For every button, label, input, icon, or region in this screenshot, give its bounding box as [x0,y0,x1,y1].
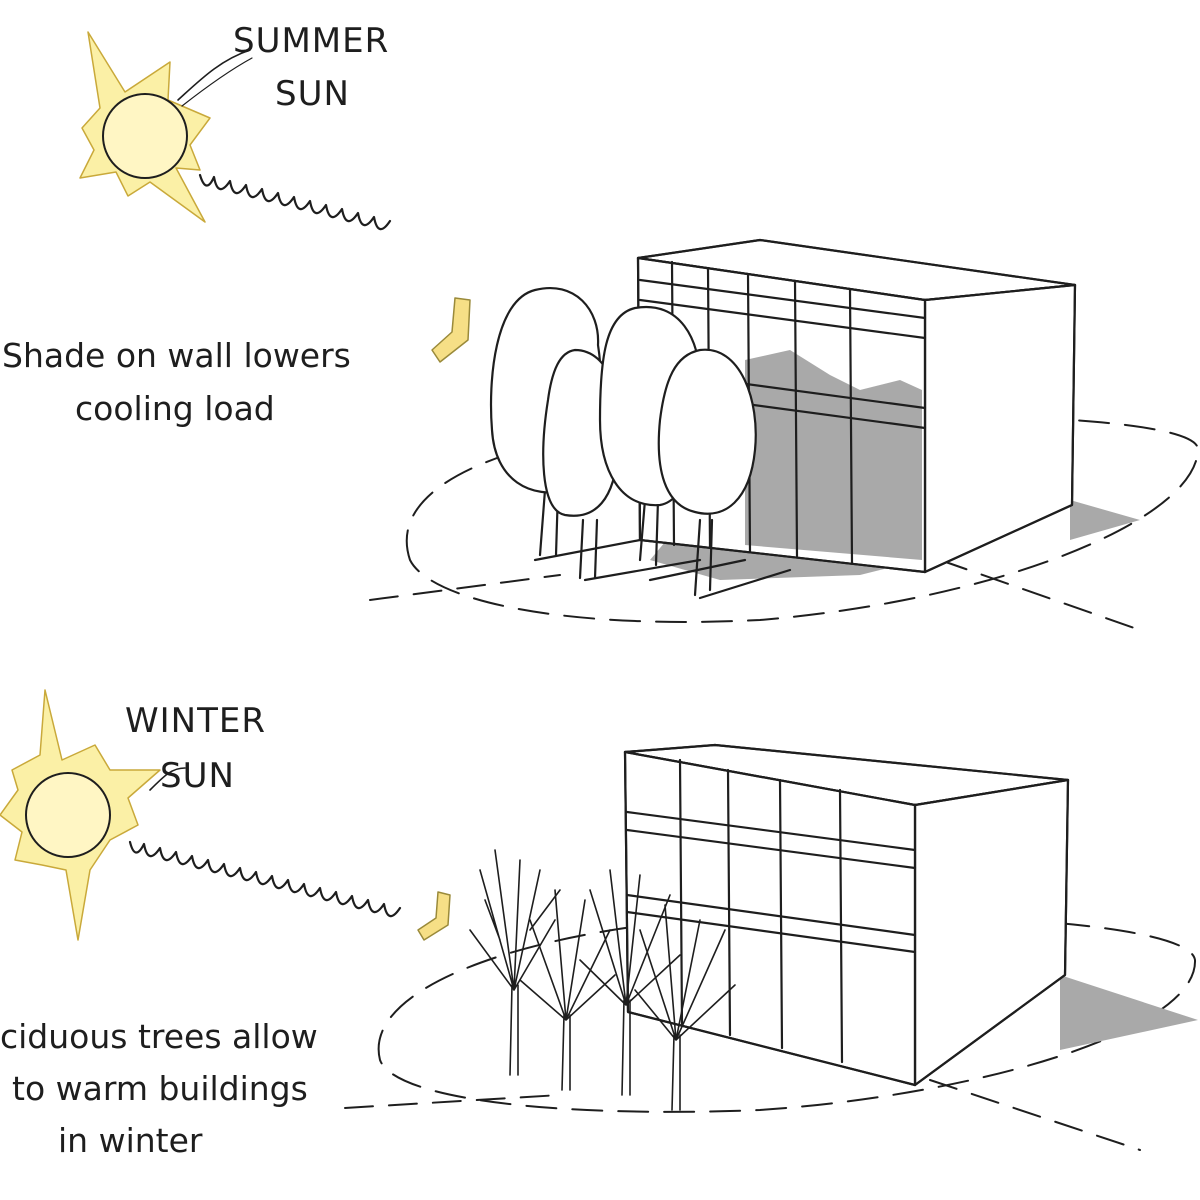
summer-caption-line2: cooling load [75,389,275,428]
summer-sun-ray [198,173,392,231]
winter-arrow-icon [417,891,451,941]
winter-ground-shadow [1060,975,1198,1050]
winter-caption-line3: in winter [58,1121,203,1160]
winter-caption-line1: ciduous trees allow [0,1017,318,1056]
summer-caption-line1: Shade on wall lowers [2,336,351,375]
summer-panel: SUMMER SUN Shade on wall lowers cooling … [2,21,1200,631]
winter-sun-label-2: SUN [160,756,235,796]
winter-sun-ray [128,840,402,918]
winter-caption-line2: to warm buildings [12,1069,308,1108]
winter-trees [469,849,736,1111]
winter-ground-ellipse [377,913,1197,1113]
summer-sun-label-2: SUN [275,74,350,114]
summer-trees [489,287,792,600]
summer-ground-shadow [1070,500,1140,540]
summer-sun-label: SUMMER [233,21,389,61]
winter-sun-icon [0,689,186,941]
winter-sun-label: WINTER [125,701,266,741]
summer-arrow-icon [431,297,471,363]
summer-sun-icon [79,31,253,223]
winter-panel: WINTER SUN ciduous trees allow to warm b… [0,689,1198,1160]
winter-building [623,743,1070,1087]
